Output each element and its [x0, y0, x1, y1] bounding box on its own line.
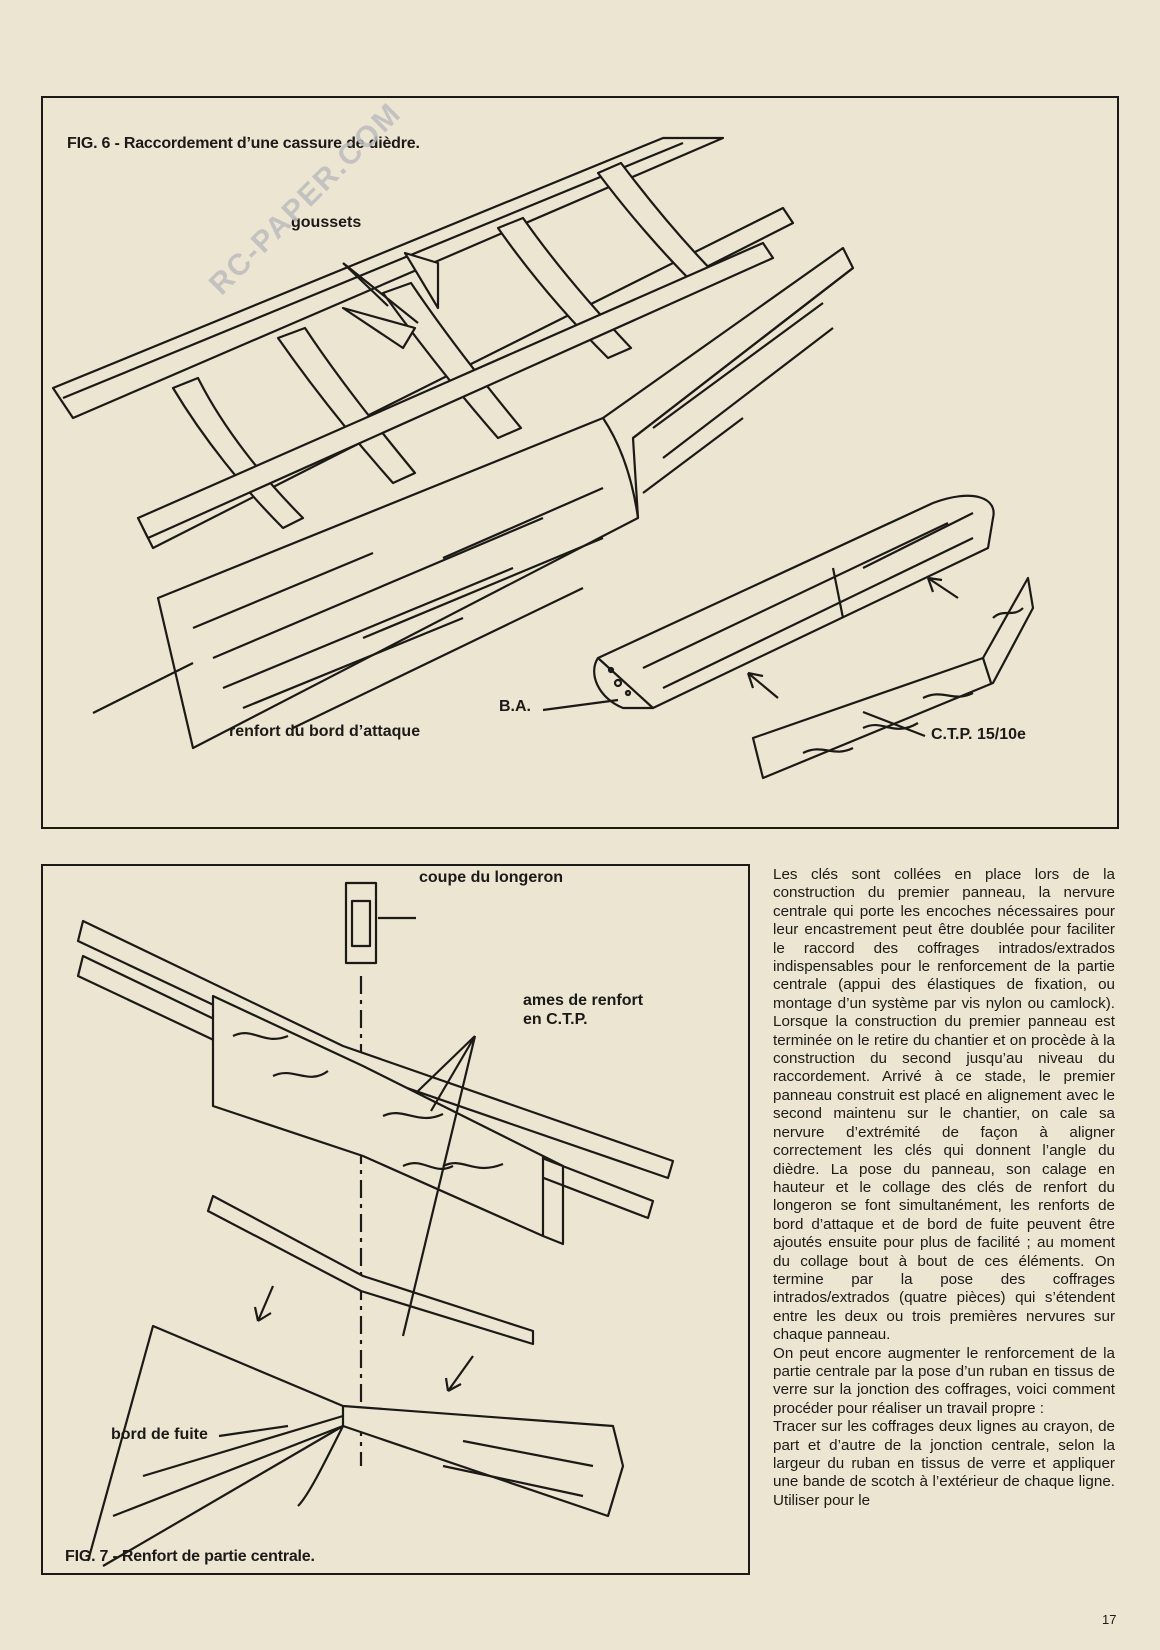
article-paragraph: Les clés sont collées en place lors de l… — [773, 866, 1115, 1344]
figure-6-caption: FIG. 6 - Raccordement d’une cassure de d… — [67, 135, 420, 152]
figure-6-drawing — [51, 136, 1035, 780]
figure-7: coupe du longeron ames de renfort en C.T… — [41, 864, 750, 1575]
article-paragraph: Tracer sur les coffrages deux lignes au … — [773, 1418, 1115, 1509]
label-bord-de-fuite: bord de fuite — [111, 1426, 208, 1443]
label-renfort-bord-attaque: renfort du bord d’attaque — [229, 723, 421, 740]
figure-6: FIG. 6 - Raccordement d’une cassure de d… — [41, 96, 1119, 829]
figure-7-caption: FIG. 7 - Renfort de partie centrale. — [65, 1548, 315, 1565]
label-ctp: C.T.P. 15/10e — [931, 726, 1026, 743]
label-ames-line1: ames de renfort — [523, 992, 644, 1009]
article-paragraph: On peut encore augmenter le renforcement… — [773, 1344, 1115, 1417]
label-ames-line2: en C.T.P. — [523, 1011, 588, 1028]
page-number: 17 — [1102, 1612, 1117, 1627]
label-goussets: goussets — [291, 214, 362, 231]
figure-7-drawing — [76, 881, 675, 1567]
label-coupe-longeron: coupe du longeron — [419, 869, 563, 886]
article-body: Les clés sont collées en place lors de l… — [773, 866, 1115, 1510]
label-ba: B.A. — [499, 698, 531, 715]
